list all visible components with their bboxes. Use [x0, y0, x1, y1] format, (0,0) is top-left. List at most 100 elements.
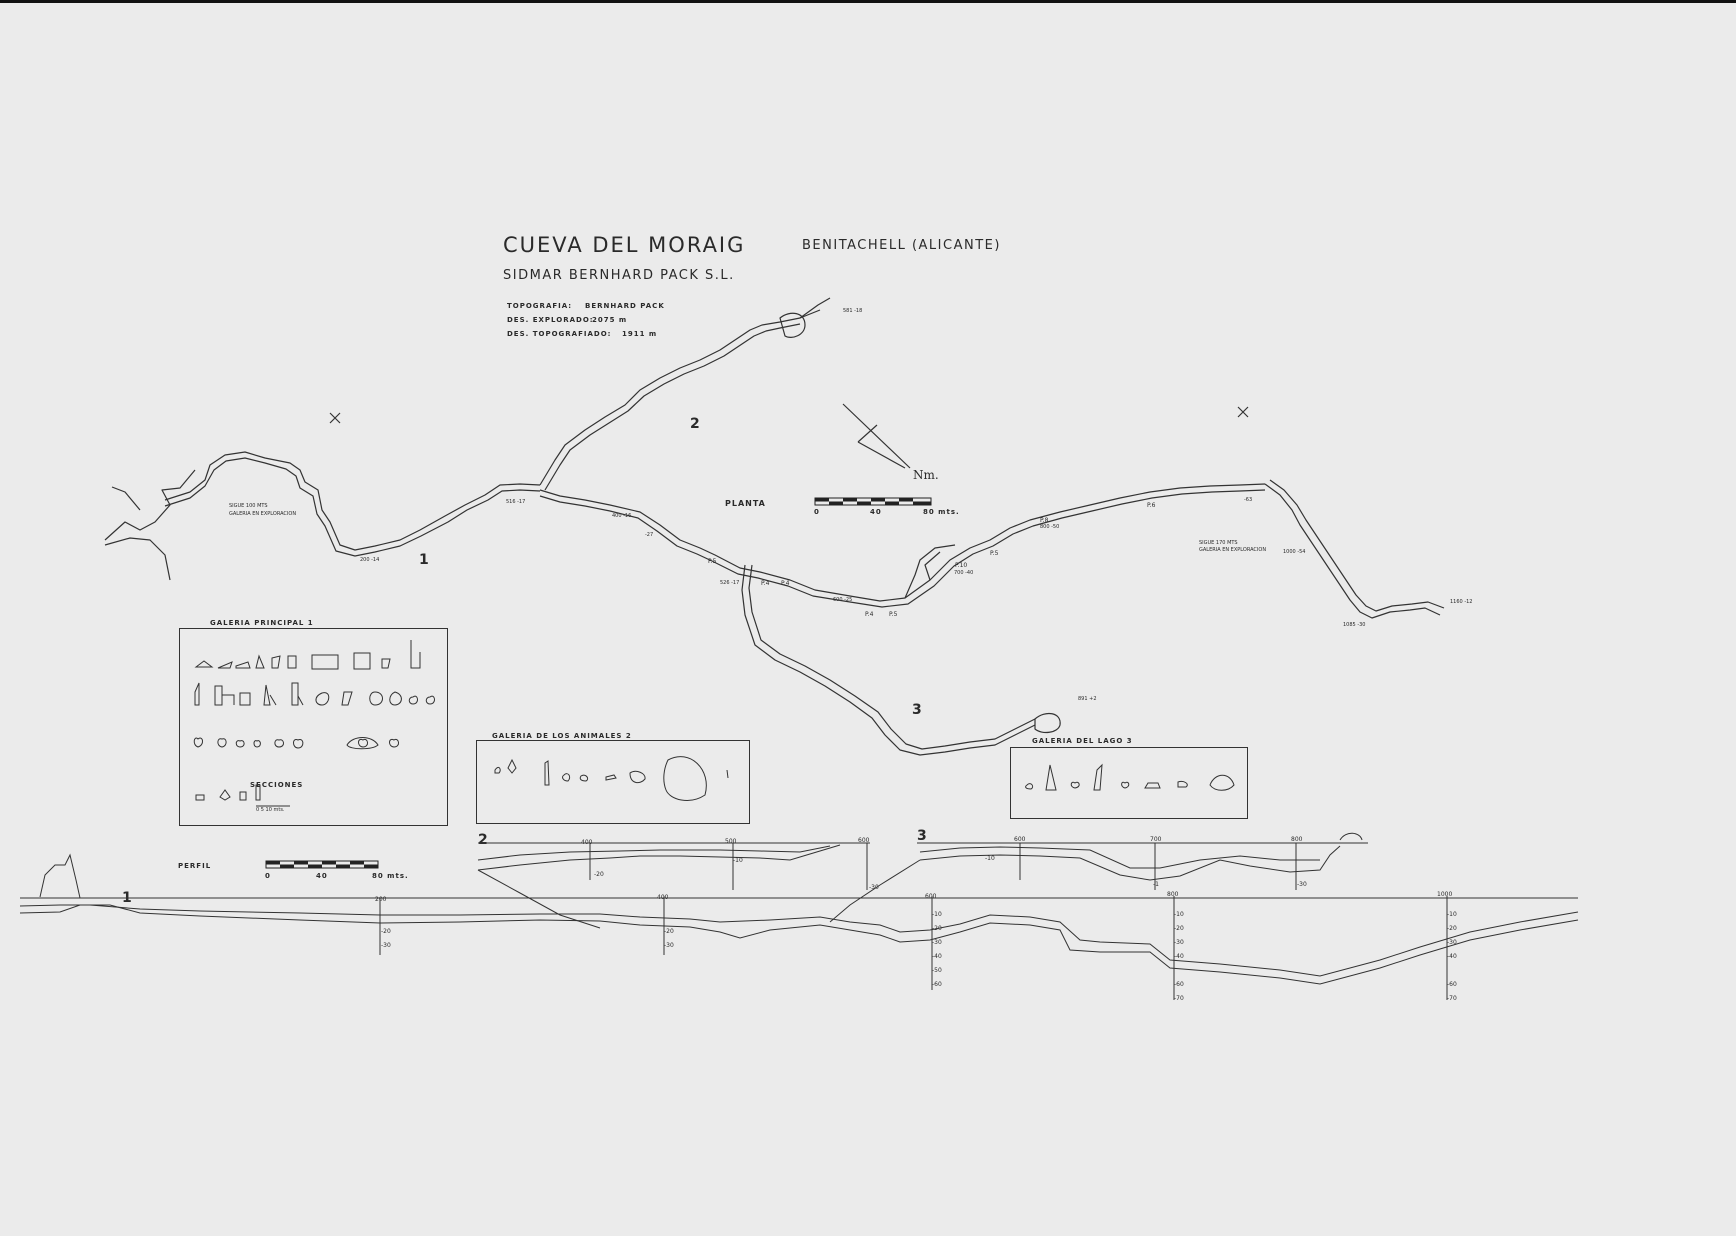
explorado-label: DES. EXPLORADO:: [507, 316, 594, 324]
depth-a2: -30: [664, 942, 674, 949]
profile-scale-40: 40: [316, 872, 328, 880]
axis2-tick-600: 600: [858, 837, 870, 844]
north-arrow: [842, 403, 911, 469]
gallery-1-east: [539, 483, 1266, 602]
profile-number-3: 3: [917, 828, 927, 844]
profile-label: PERFIL: [178, 862, 212, 870]
gallery-number-1: 1: [419, 552, 429, 568]
depth-d: -30: [1447, 939, 1457, 946]
topografiado-label: DES. TOPOGRAFIADO:: [507, 330, 612, 338]
depth-c: -10: [1174, 911, 1184, 918]
cave-title: CUEVA DEL MORAIG: [503, 233, 746, 257]
profile-number-2: 2: [478, 832, 488, 848]
depth-b: -40: [932, 953, 942, 960]
axis-tick: [589, 843, 1297, 890]
plan-scale-80: 80 mts.: [923, 508, 960, 516]
gallery-1-plan-wall: [164, 457, 541, 557]
depth-2: -20: [594, 871, 604, 878]
axis3-tick-800: 800: [1291, 836, 1303, 843]
rock-mark: [1339, 832, 1363, 841]
sections-scale: 0 5 10 mts.: [256, 807, 285, 813]
pit-label: P.10: [955, 562, 968, 569]
station-600: 600 -25: [833, 597, 853, 603]
scan-edge: [0, 0, 1736, 3]
station-1160: 1160 -12: [1450, 599, 1473, 605]
axis3-tick-700: 700: [1150, 836, 1162, 843]
pit-label: P.4: [761, 580, 770, 587]
note-left-2: GALERIA EN EXPLORACION: [229, 511, 297, 517]
side-branch: [904, 544, 956, 599]
note-left: SIGUE 100 MTS: [229, 503, 268, 509]
legend-animales-title: GALERIA DE LOS ANIMALES 2: [490, 732, 634, 740]
depth-b: -10: [932, 911, 942, 918]
axis2-tick-500: 500: [725, 838, 737, 845]
gallery-1-plan: [164, 451, 541, 551]
legend-principal-box: [179, 628, 448, 826]
sections-label: SECCIONES: [250, 781, 304, 789]
legend-principal-title: GALERIA PRINCIPAL 1: [208, 619, 316, 627]
station-200: 200 -14: [360, 557, 380, 563]
station-891: 891 +2: [1078, 696, 1097, 702]
profile-gallery-3: [919, 845, 1341, 881]
station-526: 526 -17: [720, 580, 740, 586]
depth-c: -20: [1174, 925, 1184, 932]
plan-label: PLANTA: [725, 499, 766, 508]
depth-c: -40: [1174, 953, 1184, 960]
north-label: Nm.: [913, 468, 939, 482]
depth-b: -50: [932, 967, 942, 974]
gallery-2-plan: [539, 309, 821, 486]
pit-label: P.5: [990, 550, 999, 557]
lago-sections: [1025, 763, 1235, 791]
depth-c: -30: [1174, 939, 1184, 946]
entry-branch: [799, 297, 831, 319]
explorado-value: 2075 m: [592, 316, 628, 324]
pit-label: P.8: [1040, 517, 1049, 524]
authors-label: SIDMAR BERNHARD PACK S.L.: [503, 268, 735, 283]
axis3-tick-600: 600: [1014, 836, 1026, 843]
station-516: 516 -17: [506, 499, 526, 505]
topografiado-value: 1911 m: [622, 330, 658, 338]
chamber-3-end: [1034, 712, 1061, 734]
plan-scale-bar: [814, 497, 932, 506]
depth-d: -60: [1447, 981, 1457, 988]
axis-tick: [379, 896, 1448, 1000]
depth-d: -10: [1447, 911, 1457, 918]
depth-c: -70: [1174, 995, 1184, 1002]
gallery-2-plan-wall: [544, 323, 801, 491]
profile-lines: [19, 832, 1579, 1000]
legend-lago-title: GALERIA DEL LAGO 3: [1030, 737, 1135, 745]
station-581: 581 -18: [843, 308, 863, 314]
gallery-number-2: 2: [690, 416, 700, 432]
pit-label: P.4: [781, 580, 790, 587]
depth-3: -30: [1297, 881, 1307, 888]
station-63: -63: [1244, 497, 1253, 503]
depth-b: -30: [932, 939, 942, 946]
topografia-label: TOPOGRAFIA:: [507, 302, 573, 310]
profile-gallery-2-drop: [477, 869, 601, 929]
station-400: 400 -16: [612, 513, 632, 519]
depth-a2: -20: [664, 928, 674, 935]
station-1000: 1000 -54: [1283, 549, 1306, 555]
station-27: -27: [645, 532, 654, 538]
profile-scale-bar: [265, 860, 379, 869]
profile-scale-0: 0: [265, 872, 271, 880]
note-right: SIGUE 170 MTS: [1199, 540, 1238, 546]
gallery-east-descent: [1264, 483, 1441, 619]
depth-2: -30: [869, 884, 879, 891]
station-700: 700 -40: [954, 570, 974, 576]
station-800: 800 -50: [1040, 524, 1060, 530]
legend-animales-box: [476, 740, 750, 824]
axis1-tick-800: 800: [1167, 891, 1179, 898]
depth-c: -60: [1174, 981, 1184, 988]
gallery-3-plan-wall: [748, 564, 1036, 750]
depth-a: -30: [381, 942, 391, 949]
profile-gallery-1: [19, 904, 1579, 985]
axis1-tick-200: 200: [375, 896, 387, 903]
gallery-3-plan: [741, 564, 1036, 756]
plan-scale-40: 40: [870, 508, 882, 516]
principal-sections: [193, 640, 435, 807]
legend-lago-box: [1010, 747, 1248, 819]
depth-3: -1: [1153, 881, 1159, 888]
depth-2: -10: [733, 857, 743, 864]
